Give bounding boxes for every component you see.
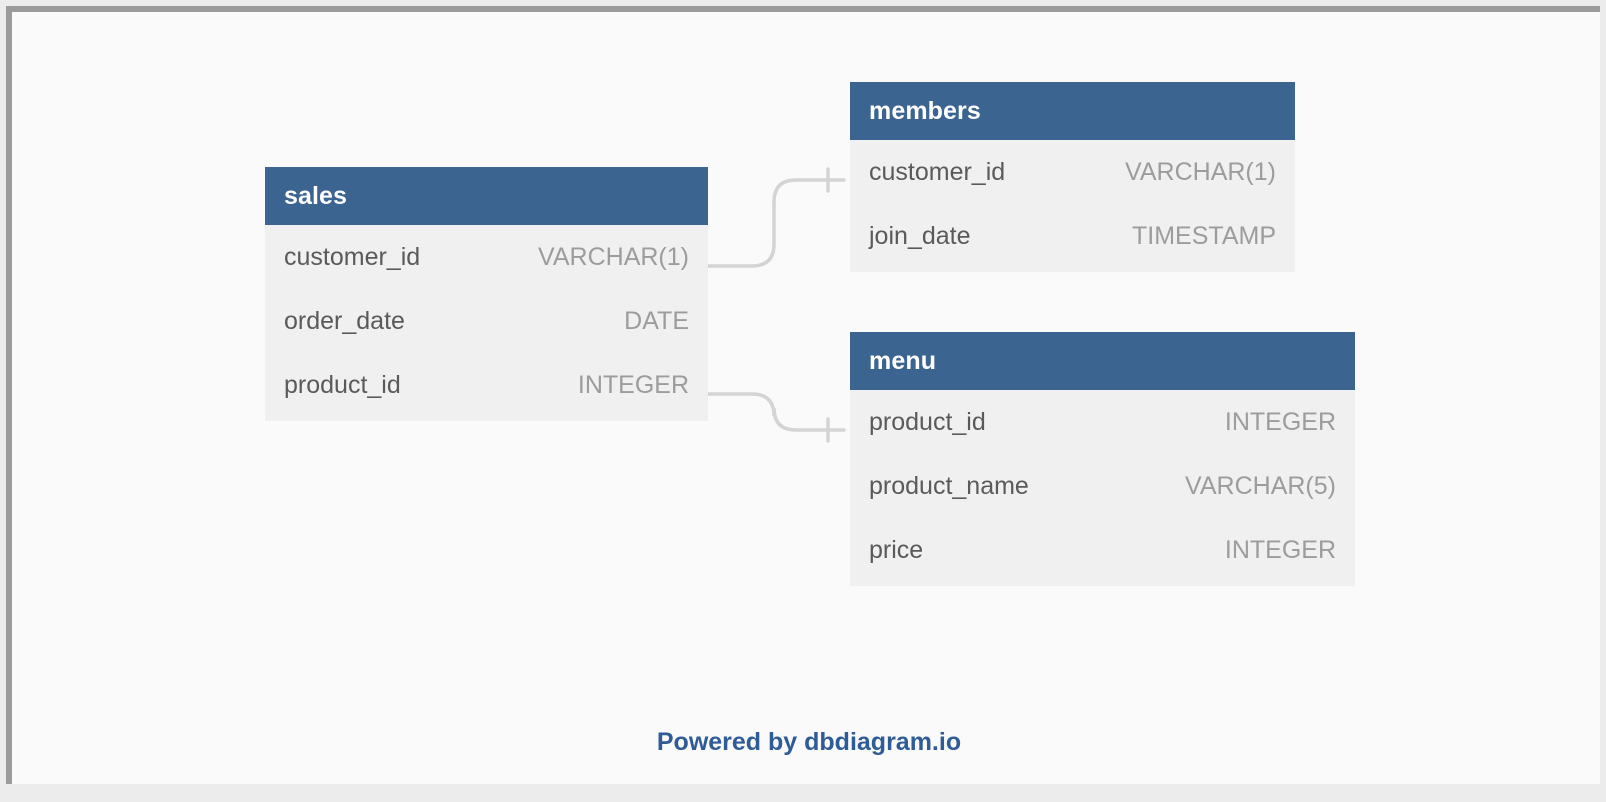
table-fields-sales: customer_id VARCHAR(1) order_date DATE p… [265,225,708,421]
field-name: product_id [869,407,986,436]
table-row[interactable]: product_id INTEGER [850,390,1355,454]
table-title-menu: menu [850,332,1355,390]
field-name: customer_id [284,242,421,271]
field-name: order_date [284,306,405,335]
field-type: DATE [624,306,689,335]
field-type: VARCHAR(1) [1125,157,1276,186]
field-name: price [869,535,924,564]
field-type: INTEGER [1224,407,1336,436]
field-type: INTEGER [577,370,689,399]
field-type: VARCHAR(5) [1185,471,1336,500]
powered-by-label[interactable]: Powered by dbdiagram.io [656,728,962,756]
relationship-sales-menu [682,382,846,443]
table-members[interactable]: members customer_id VARCHAR(1) join_date… [850,82,1295,272]
table-row[interactable]: join_date TIMESTAMP [850,204,1295,268]
table-row[interactable]: customer_id VARCHAR(1) [850,140,1295,204]
table-sales[interactable]: sales customer_id VARCHAR(1) order_date … [265,167,708,421]
table-row[interactable]: product_id INTEGER [265,353,708,417]
table-fields-menu: product_id INTEGER product_name VARCHAR(… [850,390,1355,586]
table-title-members: members [850,82,1295,140]
table-row[interactable]: order_date DATE [265,289,708,353]
diagram-canvas[interactable]: sales customer_id VARCHAR(1) order_date … [6,6,1600,784]
field-type: VARCHAR(1) [538,242,689,271]
table-menu[interactable]: menu product_id INTEGER product_name VAR… [850,332,1355,586]
relationship-edges [682,167,846,443]
field-type: TIMESTAMP [1132,221,1276,250]
table-title-sales: sales [265,167,708,225]
field-name: product_name [869,471,1029,500]
field-name: customer_id [869,157,1006,186]
field-type: INTEGER [1224,535,1336,564]
table-row[interactable]: price INTEGER [850,518,1355,582]
table-row[interactable]: customer_id VARCHAR(1) [265,225,708,289]
table-fields-members: customer_id VARCHAR(1) join_date TIMESTA… [850,140,1295,272]
relationship-sales-members [682,167,846,278]
table-row[interactable]: product_name VARCHAR(5) [850,454,1355,518]
field-name: product_id [284,370,401,399]
field-name: join_date [869,221,971,250]
